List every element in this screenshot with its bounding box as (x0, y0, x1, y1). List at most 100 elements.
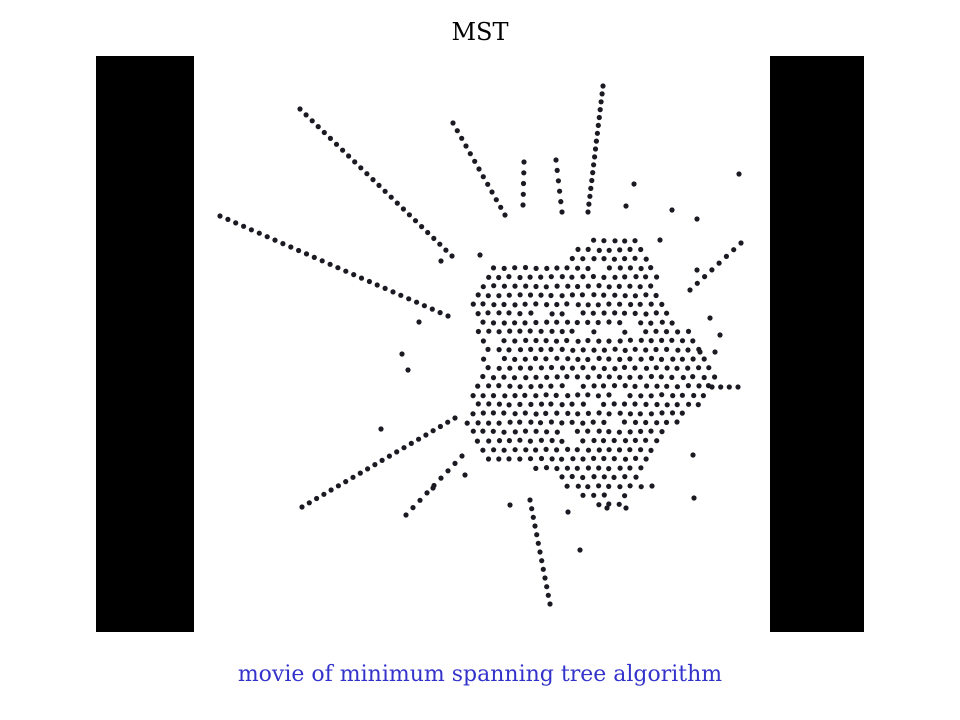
point-dot (565, 356, 571, 362)
point-dot (554, 410, 560, 416)
point-dot (533, 374, 539, 380)
movie-frame[interactable] (96, 56, 864, 632)
point-dot (416, 436, 422, 442)
point-dot (585, 447, 592, 453)
point-dot (585, 374, 591, 380)
point-dot (445, 313, 451, 319)
point-dot (553, 157, 559, 163)
point-dot (532, 523, 538, 529)
point-dot (606, 501, 612, 507)
point-dot (554, 301, 560, 308)
point-dot (622, 456, 629, 462)
point-dot (390, 289, 396, 295)
point-dot (601, 474, 607, 480)
point-dot (627, 465, 633, 471)
point-dot (335, 483, 341, 489)
point-dot (490, 375, 497, 381)
point-dot (617, 465, 623, 471)
point-dot (470, 301, 476, 307)
point-dot (653, 292, 659, 299)
point-dot (616, 501, 622, 507)
point-dot (437, 241, 443, 247)
point-dot (538, 346, 544, 353)
point-dot (638, 393, 644, 399)
point-dot (638, 246, 644, 253)
point-dot (333, 141, 340, 147)
point-dot (653, 346, 659, 353)
point-dot (585, 265, 591, 272)
point-dot (241, 223, 247, 229)
point-dot (512, 393, 518, 399)
point-dot (590, 419, 596, 425)
point-dot (716, 260, 722, 266)
point-dot (648, 338, 654, 344)
point-dot (606, 411, 612, 417)
movie-link[interactable]: movie of minimum spanning tree algorithm (237, 662, 723, 687)
point-dot (591, 455, 597, 461)
point-dot (445, 419, 451, 425)
point-dot (548, 383, 554, 389)
point-dot (580, 274, 586, 280)
point-dot (459, 453, 465, 459)
point-dot (596, 355, 602, 361)
point-dot (463, 143, 469, 149)
point-dot (674, 365, 680, 371)
point-dot (543, 446, 549, 452)
point-dot (664, 310, 670, 316)
point-dot (549, 437, 555, 444)
point-dot (485, 346, 491, 352)
movie-canvas (194, 56, 770, 632)
point-dot (617, 338, 623, 344)
point-dot (564, 265, 570, 271)
point-dot (637, 284, 643, 290)
point-dot (643, 256, 649, 262)
point-dot (691, 392, 697, 399)
point-dot (544, 584, 550, 590)
point-dot (480, 174, 486, 180)
point-dot (378, 426, 384, 432)
point-dot (596, 428, 602, 434)
point-dot (569, 292, 575, 298)
point-dot (311, 254, 317, 260)
slide-title: MST (451, 18, 509, 46)
point-dot (376, 182, 382, 188)
point-dot (674, 402, 680, 408)
point-dot (527, 456, 534, 462)
point-dot (643, 329, 649, 335)
point-dot (408, 440, 414, 446)
point-dot (430, 428, 436, 434)
point-dot (485, 293, 491, 299)
point-dot (343, 479, 349, 485)
point-dot (256, 230, 262, 236)
point-dot (598, 99, 604, 105)
point-dot (548, 346, 554, 352)
point-dot (314, 495, 320, 502)
point-dot (633, 455, 639, 461)
point-dot (544, 429, 550, 435)
point-dot (506, 274, 512, 280)
point-dot (485, 365, 491, 371)
point-dot (357, 470, 363, 476)
point-dot (328, 487, 334, 493)
point-dot (632, 293, 638, 299)
point-dot (574, 447, 580, 453)
point-dot (555, 178, 561, 184)
point-dot (430, 485, 436, 491)
point-dot (547, 601, 553, 607)
point-dot (638, 356, 644, 362)
point-dot (512, 356, 518, 362)
point-dot (611, 256, 617, 262)
point-dot (394, 449, 400, 455)
point-dot (622, 383, 628, 389)
point-dot (486, 383, 492, 389)
point-dot (643, 365, 650, 371)
point-dot (523, 447, 529, 453)
point-dot (535, 540, 541, 546)
point-dot (399, 351, 405, 357)
point-dot (606, 319, 612, 325)
point-dot (512, 338, 518, 344)
point-dot (691, 495, 697, 501)
point-dot (670, 393, 676, 399)
point-dot (596, 373, 602, 380)
point-dot (296, 247, 302, 254)
